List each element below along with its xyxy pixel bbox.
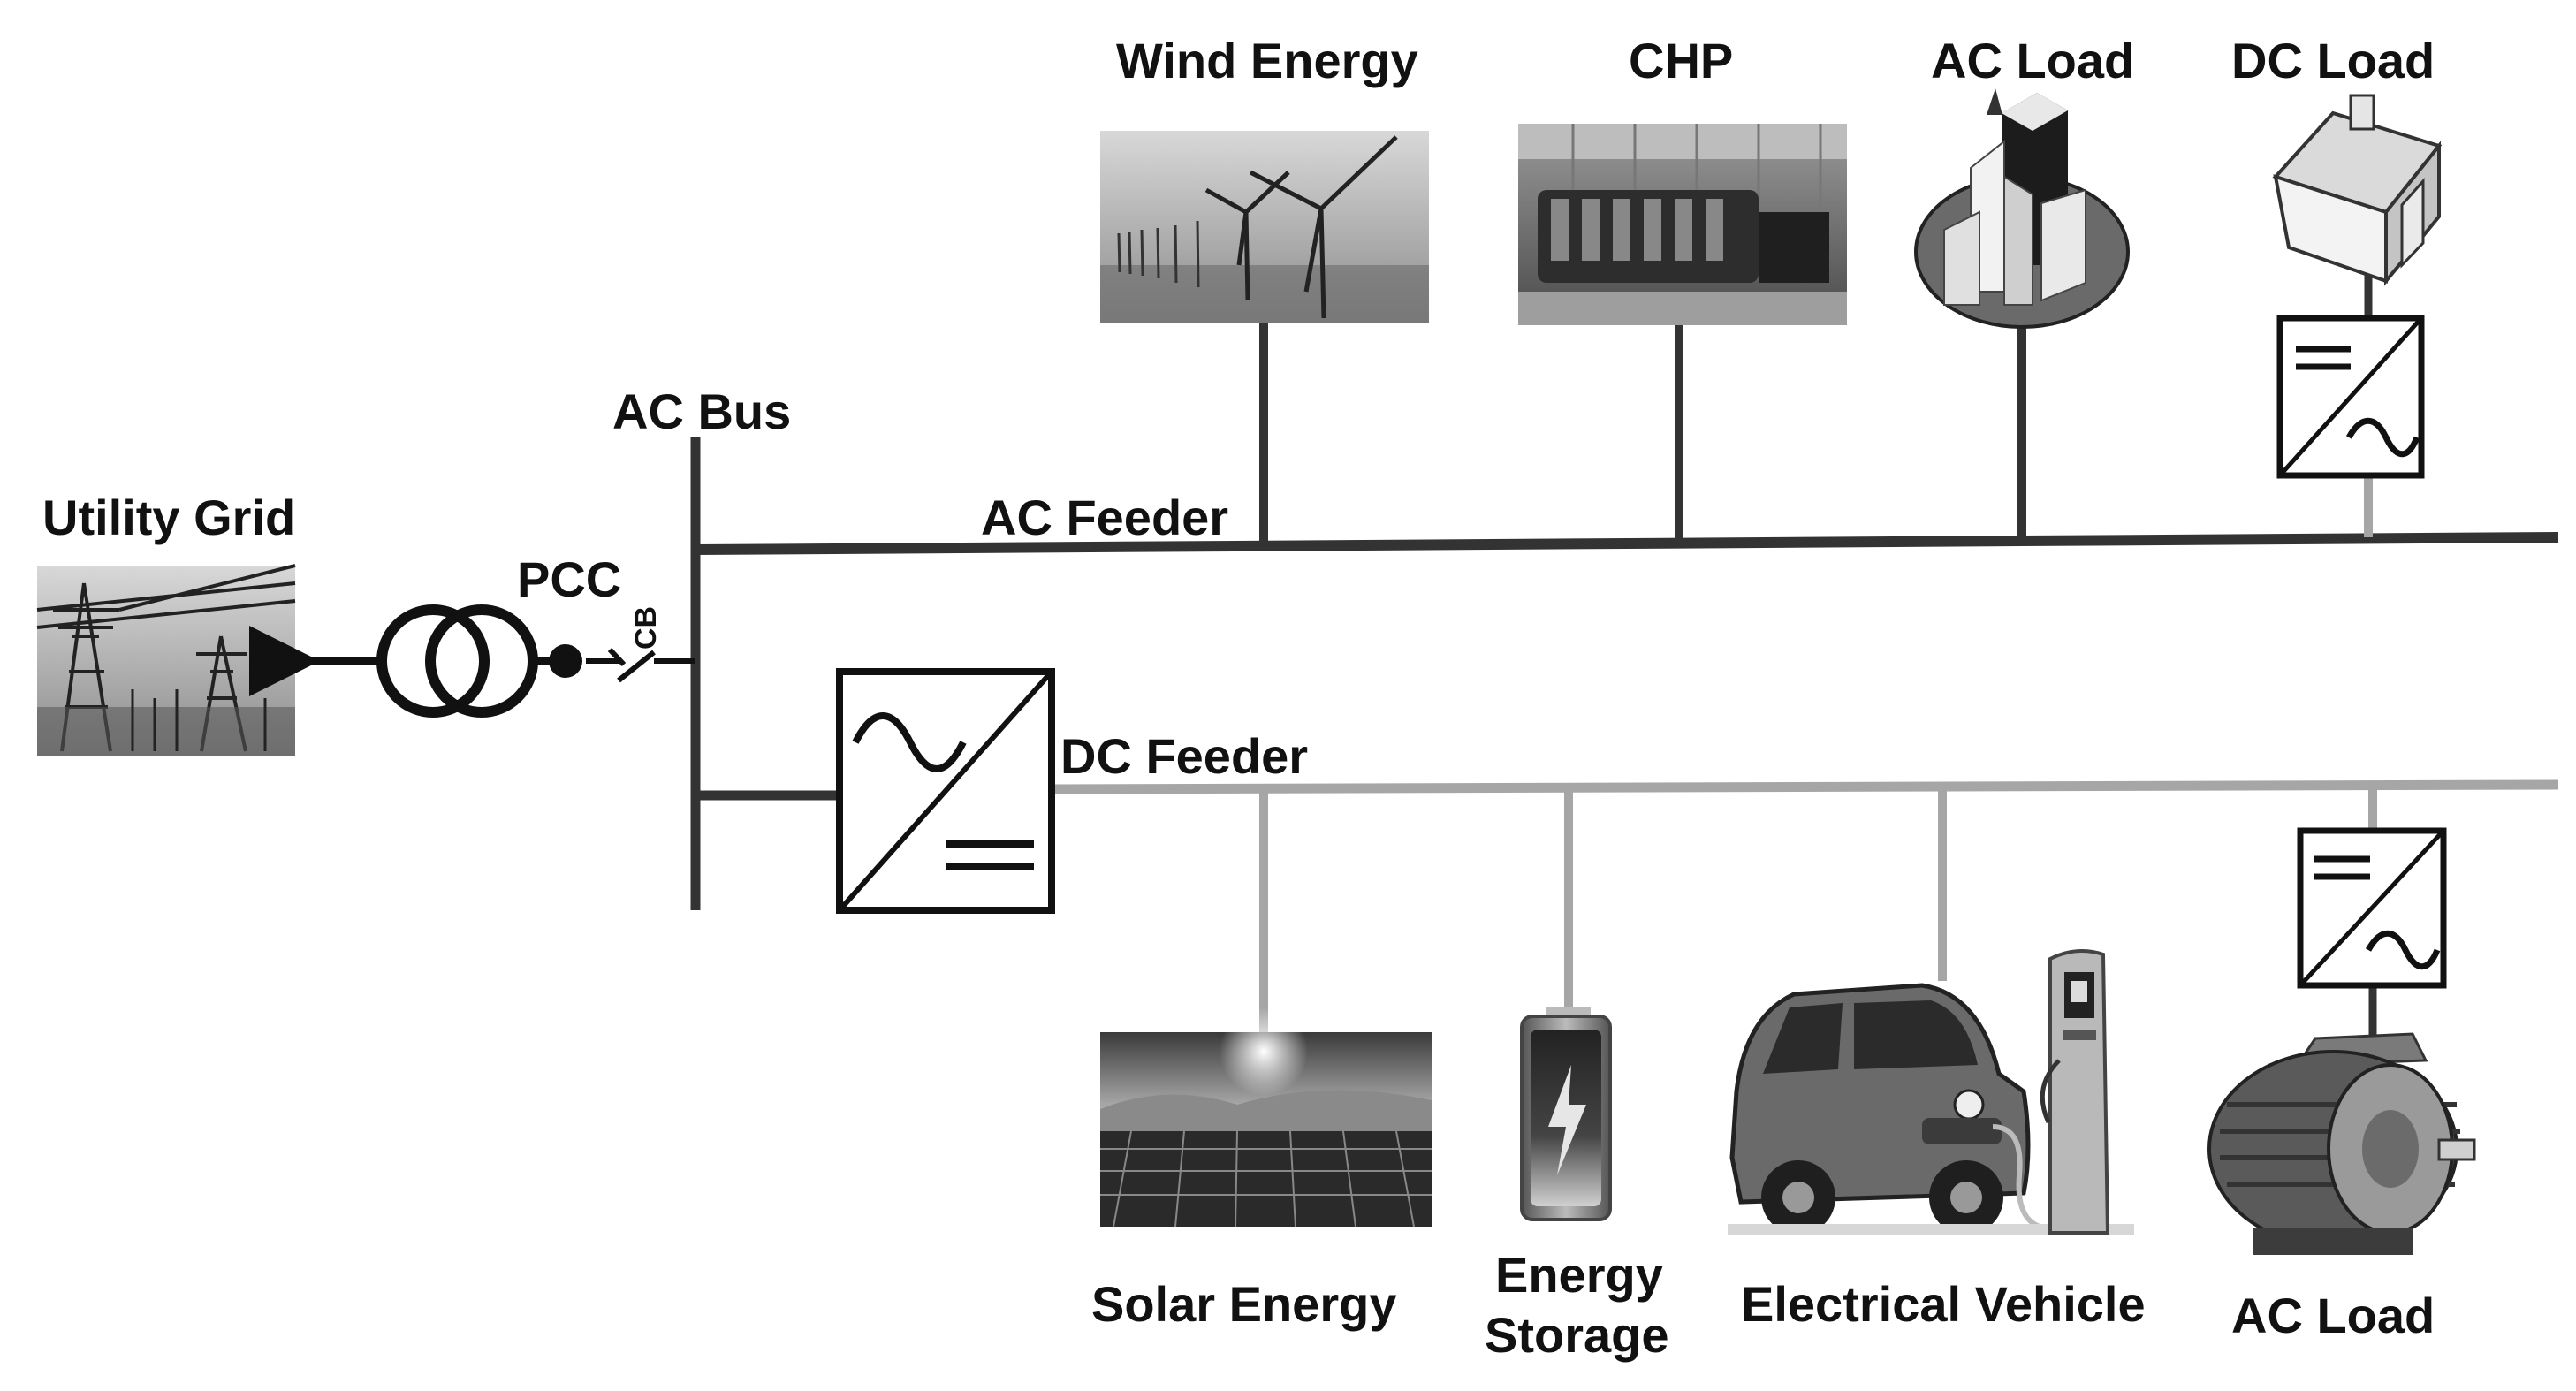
chp-label: CHP (1629, 33, 1733, 88)
energy-storage-label-line2: Storage (1485, 1307, 1669, 1363)
chp-generator-icon (1518, 124, 1847, 325)
house-icon (2272, 94, 2443, 286)
electrical-vehicle-label: Electrical Vehicle (1741, 1276, 2146, 1332)
circuit-breaker-icon (586, 647, 695, 683)
energy-storage-label-line1: Energy (1495, 1247, 1663, 1303)
dc-feeder-line (1049, 779, 2559, 794)
transmission-tower-icon (36, 564, 296, 756)
ac-bus-label: AC Bus (612, 384, 791, 439)
ac-load-top-label: AC Load (1931, 33, 2134, 88)
electric-car-icon (1728, 983, 2134, 1235)
cb-label: CB (629, 606, 663, 650)
ac-dc-rectifier-icon (836, 668, 1055, 914)
battery-icon (1520, 1007, 1612, 1221)
charging-station-icon (2040, 949, 2110, 1235)
city-buildings-icon (1914, 88, 2130, 329)
electric-motor-icon (2207, 1032, 2476, 1255)
wind-energy-label: Wind Energy (1116, 33, 1418, 88)
ac-feeder-line (695, 532, 2559, 555)
dc-ac-inverter-icon (2297, 827, 2447, 989)
ac-load-bottom-label: AC Load (2231, 1288, 2435, 1343)
dc-load-label: DC Load (2231, 33, 2435, 88)
solar-panel-icon (1100, 1007, 1432, 1228)
pcc-label: PCC (517, 551, 621, 607)
pcc-node (549, 644, 582, 678)
transformer-icon (376, 604, 538, 718)
solar-energy-label: Solar Energy (1091, 1276, 1396, 1332)
dc-feeder-label: DC Feeder (1060, 728, 1308, 784)
dc-ac-inverter-icon (2276, 315, 2425, 479)
utility-grid-label: Utility Grid (42, 490, 295, 545)
ac-feeder-label: AC Feeder (981, 490, 1228, 545)
wind-turbine-icon (1100, 131, 1429, 323)
